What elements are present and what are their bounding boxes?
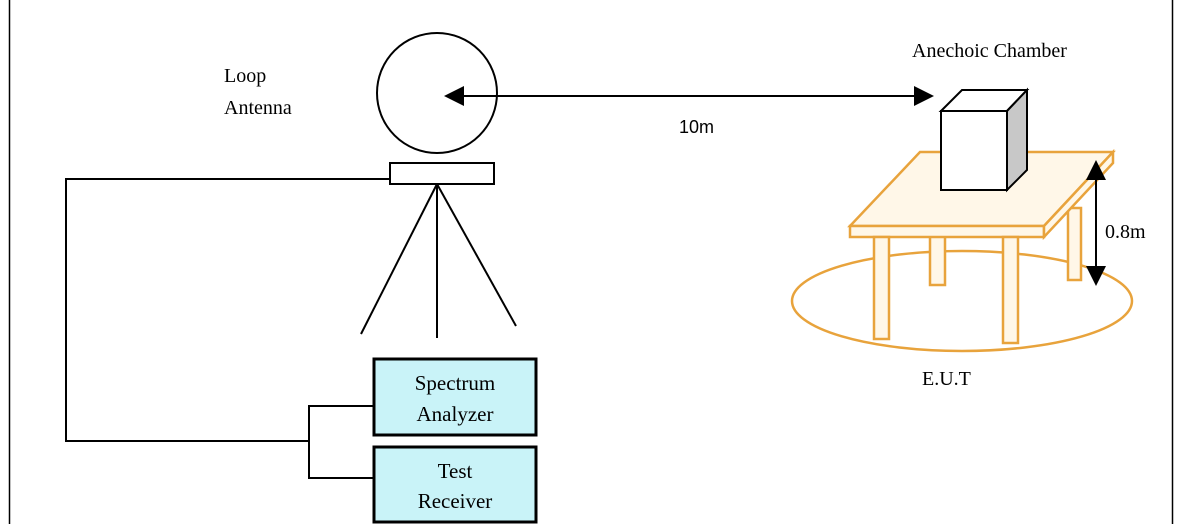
antenna-mount	[389, 162, 495, 185]
table-top-edge	[848, 224, 1046, 239]
loop-antenna-label-line2: Antenna	[224, 97, 292, 119]
test-receiver-box	[372, 445, 538, 524]
spectrum-analyzer-box	[372, 357, 538, 437]
anechoic-chamber-label: Anechoic Chamber	[912, 40, 1067, 62]
eut-label: E.U.T	[922, 368, 971, 390]
table-height-label: 0.8m	[1105, 221, 1146, 243]
table-base-ellipse	[790, 249, 1134, 353]
loop-antenna-coil	[376, 32, 498, 154]
test-receiver-label-line1: Test	[438, 459, 473, 483]
loop-antenna	[360, 32, 517, 338]
test-receiver-label-line2: Receiver	[418, 489, 493, 513]
spectrum-analyzer-label-line2: Analyzer	[417, 402, 494, 426]
table-leg-back-right	[1066, 206, 1083, 282]
cable	[65, 178, 390, 479]
eut-box	[938, 87, 1030, 193]
distance-label: 10m	[679, 117, 714, 137]
table-leg-front-right	[1001, 235, 1020, 345]
table-leg-back-left	[928, 230, 947, 287]
eut-box-front	[940, 110, 1008, 191]
table-leg-front-left	[872, 235, 891, 341]
loop-antenna-label-line1: Loop	[224, 65, 266, 87]
spectrum-analyzer-label-line1: Spectrum	[415, 371, 495, 395]
tripod	[360, 183, 517, 338]
diagram-frame	[8, 0, 1174, 524]
